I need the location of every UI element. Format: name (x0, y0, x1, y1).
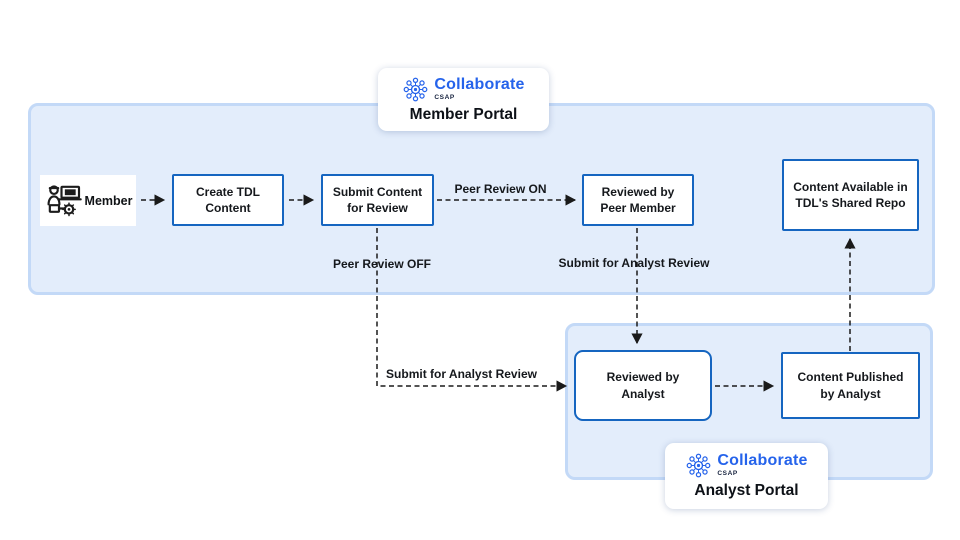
node-label: Content Available in TDL's Shared Repo (793, 179, 908, 210)
brand-name: Collaborate (434, 75, 525, 93)
collaborate-logo-icon (403, 77, 428, 101)
node-content-available-shared-repo: Content Available in TDL's Shared Repo (782, 159, 919, 231)
collaborate-logo-icon (686, 453, 711, 478)
edge-label-submit-for-analyst-review-from-peer: Submit for Analyst Review (558, 256, 710, 270)
node-label: Content Published by Analyst (797, 370, 904, 401)
brand-sub: CSAP (434, 93, 455, 101)
member-portal-title: Member Portal (409, 105, 518, 123)
brand-row: Collaborate CSAP (402, 76, 524, 103)
brand-sub: CSAP (717, 470, 738, 478)
analyst-portal-title: Analyst Portal (694, 482, 799, 499)
node-create-tdl-content: Create TDL Content (172, 174, 284, 226)
node-submit-content-for-review: Submit Content for Review (321, 174, 434, 226)
arrow-submit-to-analyst-review (376, 228, 568, 392)
brand-text: Collaborate CSAP (434, 75, 525, 102)
edge-label-peer-review-off: Peer Review OFF (332, 257, 432, 271)
brand-name: Collaborate (717, 452, 808, 470)
node-label: Create TDL Content (195, 184, 260, 215)
edge-label-peer-review-on: Peer Review ON (454, 182, 547, 196)
node-label: Reviewed by Analyst (606, 370, 680, 401)
node-label: Submit Content for Review (332, 184, 423, 215)
node-reviewed-by-peer-member: Reviewed by Peer Member (582, 174, 694, 226)
brand-row: Collaborate CSAP (685, 452, 807, 479)
member-actor-label: Member (84, 193, 133, 208)
member-workstation-icon (47, 184, 82, 216)
analyst-portal-card: Collaborate CSAP Analyst Portal (665, 443, 828, 509)
node-content-published-by-analyst: Content Published by Analyst (781, 352, 920, 419)
node-label: Reviewed by Peer Member (600, 184, 676, 215)
member-portal-card: Collaborate CSAP Member Portal (378, 68, 549, 131)
member-actor: Member (40, 175, 136, 226)
node-reviewed-by-analyst: Reviewed by Analyst (574, 350, 712, 421)
edge-label-submit-for-analyst-review-direct: Submit for Analyst Review (386, 367, 537, 381)
brand-text: Collaborate CSAP (717, 453, 807, 478)
